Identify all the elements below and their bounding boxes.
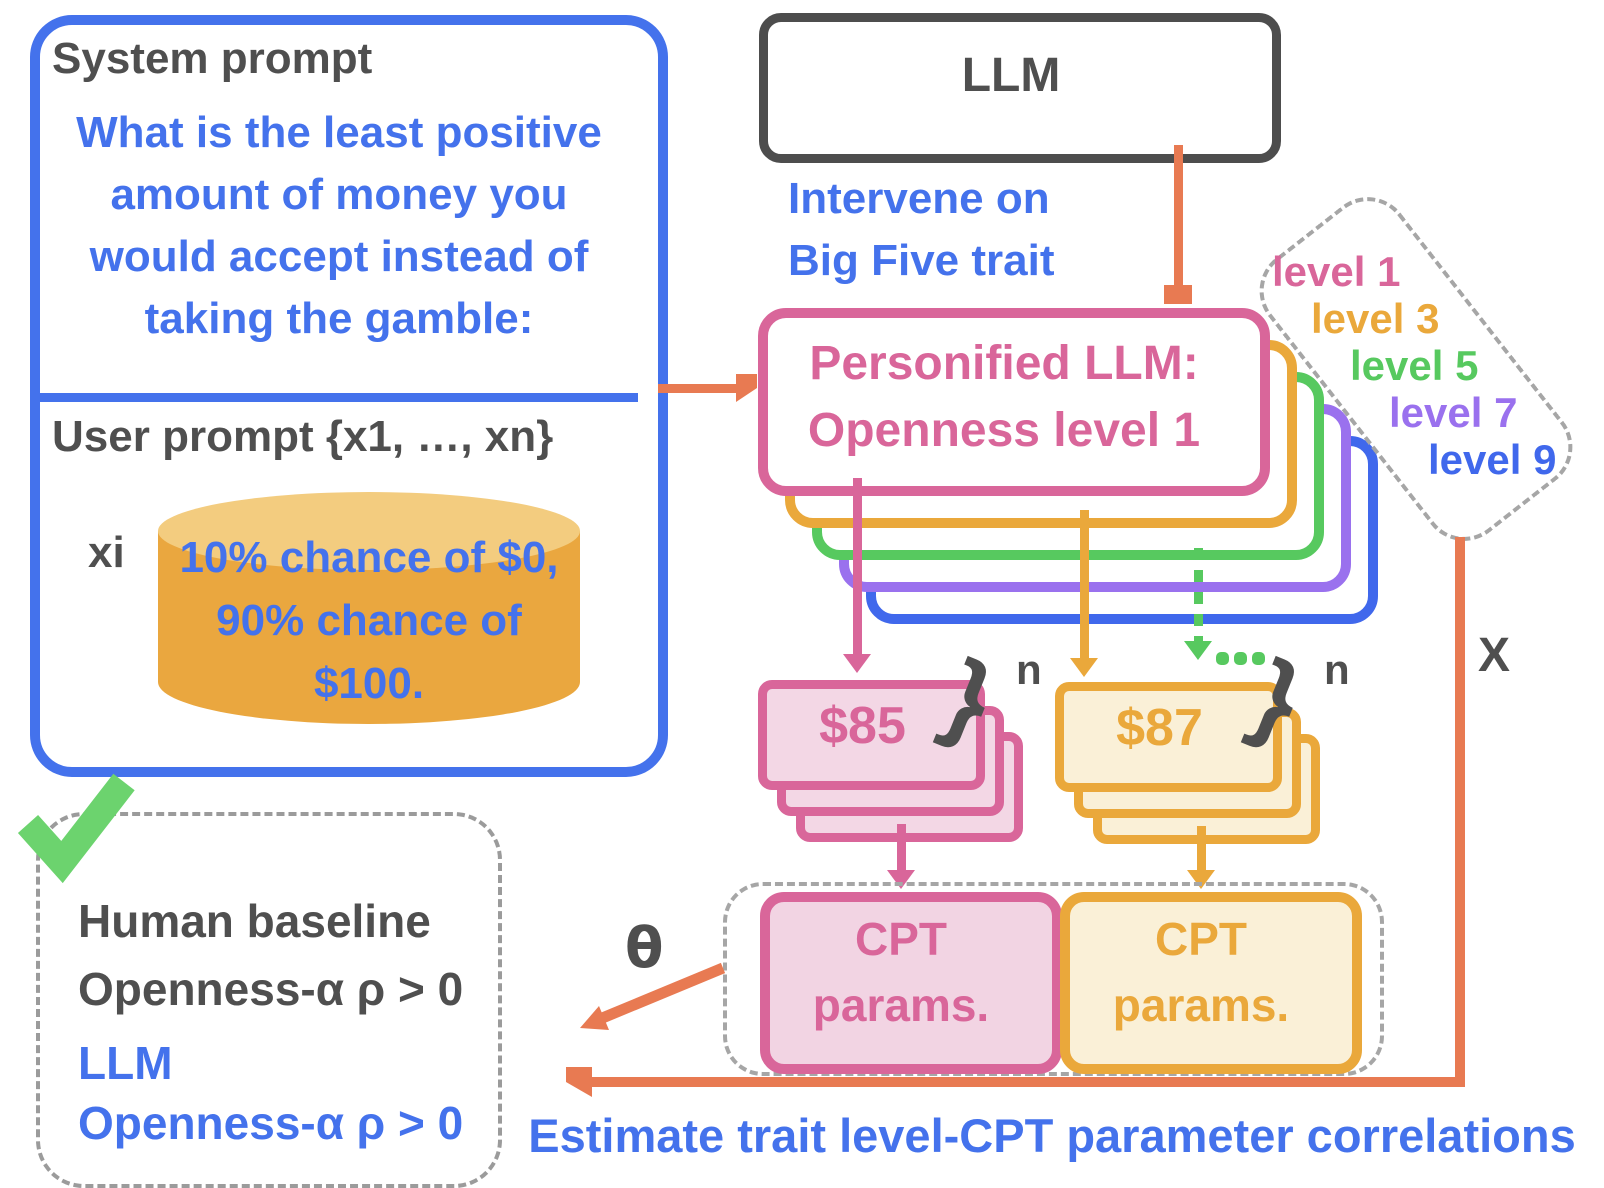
theta-label: θ xyxy=(625,916,664,981)
human-baseline-line1: Human baseline xyxy=(78,895,431,947)
intervene-line: Big Five trait xyxy=(788,236,1055,285)
personified-label: Personified LLM: Openness level 1 xyxy=(758,330,1250,464)
x-label: X xyxy=(1478,629,1511,682)
cpt-line: params. xyxy=(1112,979,1290,1031)
human-baseline-line2: Openness-α ρ > 0 xyxy=(78,963,464,1015)
cpt-label-level1: CPT params. xyxy=(760,906,1042,1038)
cpt-label-level3: CPT params. xyxy=(1060,906,1342,1038)
sample-value-level1: $85 xyxy=(819,697,906,755)
cpt-line: CPT xyxy=(1155,913,1247,965)
intervene-label: Intervene on Big Five trait xyxy=(788,168,1055,292)
ellipsis-dot-icon xyxy=(1216,652,1229,665)
caption-text: Estimate trait level-CPT parameter corre… xyxy=(528,1109,1576,1162)
arrow-level1-to-samples xyxy=(853,478,862,656)
cylinder-top xyxy=(158,492,580,570)
cpt-line: CPT xyxy=(855,913,947,965)
sample-card xyxy=(758,680,985,790)
sample-count-label: n xyxy=(1324,646,1350,693)
estimate-arrow-line xyxy=(592,1077,1465,1087)
xi-label: xi xyxy=(88,528,125,577)
personified-box-level1 xyxy=(758,308,1270,496)
system-prompt-text: What is the least positive amount of mon… xyxy=(50,102,628,350)
arrowhead-level1-to-samples xyxy=(843,654,871,673)
system-prompt-heading: System prompt xyxy=(52,34,373,83)
system-prompt-line: taking the gamble: xyxy=(144,294,534,343)
cpt-box-level3 xyxy=(1060,892,1362,1074)
llm-label: LLM xyxy=(961,49,1061,102)
arrow-prompt-to-personified xyxy=(658,384,738,393)
ellipsis-dot-icon xyxy=(1234,652,1247,665)
arrowhead-llm-to-personified xyxy=(1164,285,1192,304)
cpt-box-level1 xyxy=(760,892,1062,1074)
arrowhead-estimate-left xyxy=(566,1067,592,1097)
x-feedback-line-vertical xyxy=(1455,537,1465,1087)
prompt-divider xyxy=(40,393,638,402)
system-prompt-line: What is the least positive xyxy=(76,108,602,157)
gamble-text: 10% chance of $0, 90% chance of $100. xyxy=(158,526,580,715)
sample-count-label: n xyxy=(1016,646,1042,693)
system-prompt-line: amount of money you xyxy=(110,170,568,219)
arrow-samples-to-cpt-pink xyxy=(897,824,906,872)
personified-line: Openness level 1 xyxy=(807,404,1201,457)
arrow-level3-to-samples xyxy=(1080,510,1089,660)
legend-level-1: level 1 xyxy=(1272,248,1401,295)
gamble-line: 90% chance of xyxy=(216,596,522,645)
llm-result-line2: Openness-α ρ > 0 xyxy=(78,1097,464,1149)
ellipsis-dot-icon xyxy=(1252,652,1265,665)
llm-box xyxy=(759,13,1281,163)
system-prompt-line: would accept instead of xyxy=(89,232,589,281)
sample-card xyxy=(1055,682,1282,792)
arrowhead-level3-to-samples xyxy=(1070,658,1098,677)
intervene-line: Intervene on xyxy=(788,174,1050,223)
legend-level-3: level 3 xyxy=(1311,295,1440,342)
legend-level-9: level 9 xyxy=(1428,436,1557,483)
user-prompt-heading: User prompt {x1, …, xn} xyxy=(52,412,554,461)
arrow-dotted-other-levels xyxy=(1194,548,1203,642)
legend-level-5: level 5 xyxy=(1350,342,1479,389)
arrow-llm-to-personified xyxy=(1174,145,1183,287)
legend-level-7: level 7 xyxy=(1389,389,1518,436)
gamble-cylinder-icon: 10% chance of $0, 90% chance of $100. xyxy=(158,492,580,732)
gamble-line: $100. xyxy=(313,659,425,708)
sample-value-level3: $87 xyxy=(1116,699,1203,757)
arrowhead-prompt-to-personified xyxy=(736,374,757,402)
llm-result-line1: LLM xyxy=(78,1037,173,1089)
theta-arrowhead xyxy=(580,1006,609,1030)
personified-line: Personified LLM: xyxy=(809,337,1199,390)
arrow-samples-to-cpt-yellow xyxy=(1197,826,1206,872)
arrowhead-dotted-other-levels xyxy=(1184,641,1212,660)
gamble-line: 10% chance of $0, xyxy=(179,533,559,582)
cpt-line: params. xyxy=(812,979,990,1031)
